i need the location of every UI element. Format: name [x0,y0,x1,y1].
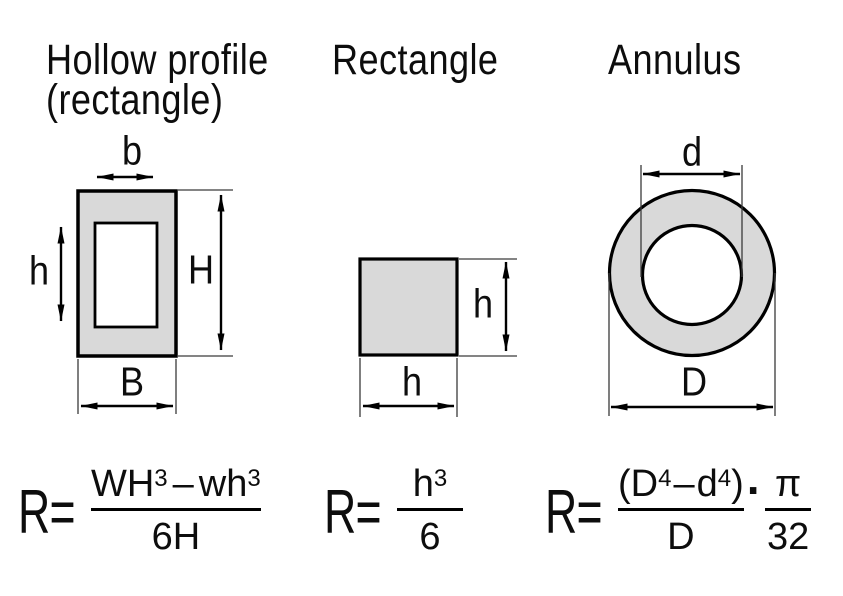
hollow-profile-title-line2: (rectangle) [46,76,224,124]
fraction-bar [90,508,261,511]
fraction-bar [396,508,463,511]
annulus-formula-fraction-2: π 32 [765,462,812,559]
hollow-inner-rect [93,221,159,329]
rectangle-formula: R= h3 6 [324,462,463,559]
rectangle-formula-denominator: 6 [419,516,441,558]
annulus-formula-denominator-2: 32 [766,516,810,558]
num-text: (D [617,463,659,505]
minus-sign: – [673,463,695,505]
minus-sign: – [172,463,194,505]
annulus-formula: R= (D4–d4) D · π 32 [545,462,812,559]
annulus-formula-numerator-1: (D4–d4) [618,462,744,506]
exponent: 4 [717,465,732,492]
rectangle-shape [358,257,459,357]
exponent: 4 [658,465,672,492]
label-B: B [119,358,145,405]
label-h-bottom: h [401,358,423,405]
label-D: D [680,358,708,405]
annulus-formula-lhs: R= [545,478,603,547]
rectangle-formula-fraction: h3 6 [396,462,463,559]
fraction-bar [617,508,744,511]
fraction-bar [765,508,812,511]
annulus-formula-denominator-1: D [667,516,695,558]
hollow-formula-denominator: 6H [151,516,201,558]
exponent: 3 [154,465,168,492]
hollow-profile-title: Hollow profile (rectangle) [46,36,269,124]
label-H: H [187,246,215,293]
hollow-formula-fraction: WH3–wh3 6H [90,462,261,559]
multiplication-dot: · [746,464,763,516]
annulus-inner-circle [640,223,744,327]
hollow-formula-numerator: WH3–wh3 [91,462,261,506]
num-text: WH [90,463,155,505]
annulus-title: Annulus [608,36,742,84]
num-text: h [412,463,434,505]
num-text: ) [731,463,744,505]
num-text: d [696,463,718,505]
dimension-arrows [57,170,774,411]
num-text: wh [198,463,248,505]
label-d: d [681,128,703,175]
hollow-formula-lhs: R= [18,478,76,547]
annulus-formula-numerator-2: π [774,463,802,505]
hollow-profile-title-line1: Hollow profile [46,36,269,84]
hollow-formula: R= WH3–wh3 6H [18,462,261,559]
rectangle-formula-lhs: R= [324,478,382,547]
exponent: 3 [433,465,448,492]
annulus-formula-fraction-1: (D4–d4) D [617,462,744,559]
rectangle-formula-numerator: h3 [413,462,448,506]
exponent: 3 [247,465,261,492]
label-b: b [121,127,143,174]
extension-lines [77,165,776,417]
label-h: h [28,247,50,294]
rectangle-title: Rectangle [332,36,499,84]
label-h-right: h [472,280,494,327]
